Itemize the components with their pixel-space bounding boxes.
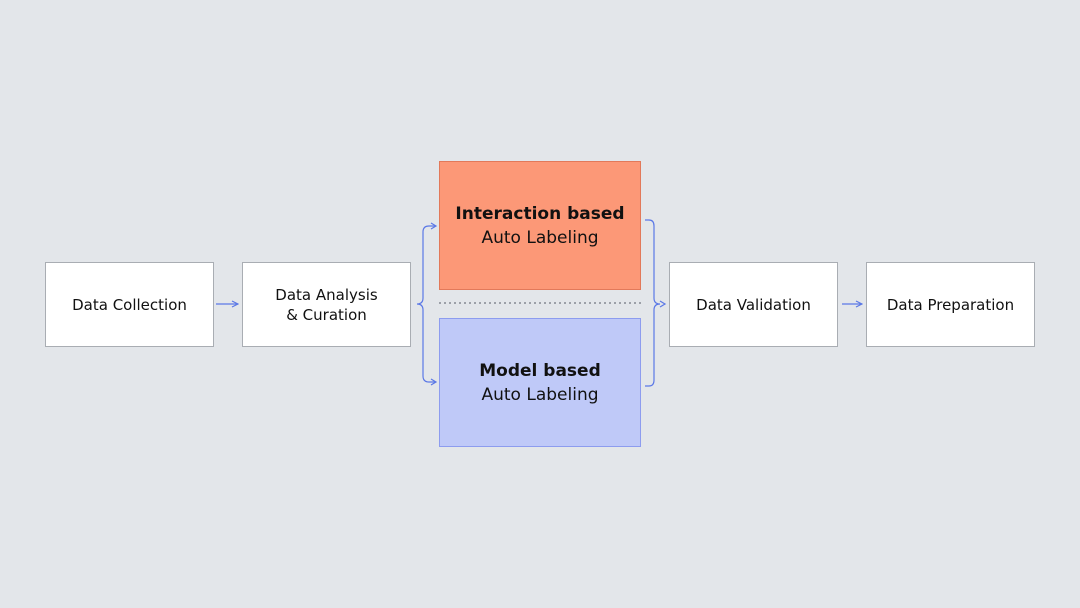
step-data-preparation: Data Preparation — [866, 262, 1035, 347]
left-split-brace — [416, 225, 435, 383]
step-label-line2: & Curation — [286, 305, 367, 324]
model-title: Model based — [479, 360, 601, 381]
interaction-based-auto-labeling-box: Interaction based Auto Labeling — [439, 161, 641, 290]
interaction-subtitle: Auto Labeling — [481, 227, 599, 248]
step-label: Data Preparation — [886, 295, 1015, 314]
step-label-line1: Data Analysis — [275, 285, 378, 304]
step-data-collection: Data Collection — [45, 262, 214, 347]
right-merge-brace — [645, 219, 661, 387]
step-label: Data Collection — [72, 295, 187, 314]
step-data-analysis-curation: Data Analysis & Curation — [242, 262, 411, 347]
arrowhead-to-interaction — [430, 222, 438, 230]
arrowhead-to-model — [430, 378, 438, 386]
step-label: Data Validation — [696, 295, 811, 314]
model-based-auto-labeling-box: Model based Auto Labeling — [439, 318, 641, 447]
interaction-title: Interaction based — [455, 203, 625, 224]
step-data-validation: Data Validation — [669, 262, 838, 347]
model-subtitle: Auto Labeling — [481, 384, 599, 405]
arrowhead-to-validation — [659, 300, 667, 308]
